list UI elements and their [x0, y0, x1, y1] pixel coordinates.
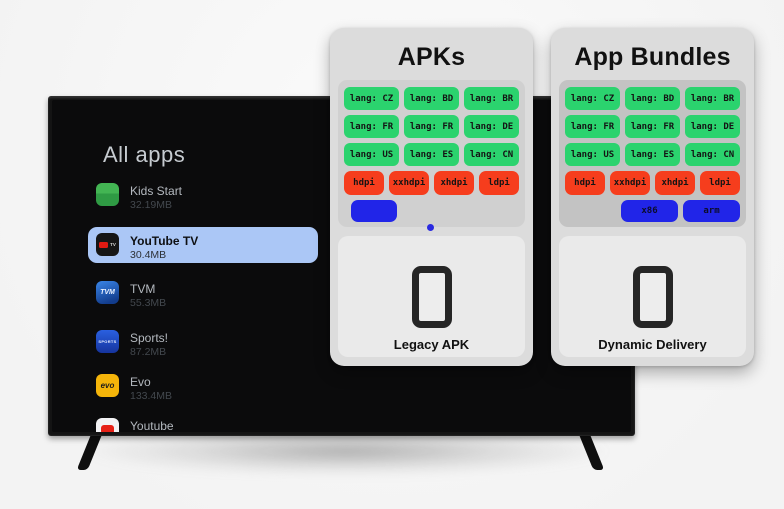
lang-chip: lang: US	[565, 143, 620, 166]
sports-app-icon: SPORTS	[96, 330, 119, 353]
app-name: Evo	[130, 375, 151, 389]
lang-chip: lang: DE	[685, 115, 740, 138]
tvm-app-icon: TVM	[96, 281, 119, 304]
app-size: 87.2MB	[130, 346, 167, 358]
app-icon-text: SPORTS	[98, 339, 117, 344]
abi-chip	[351, 200, 397, 222]
app-name: Sports!	[130, 331, 169, 345]
app-icon-text: TVM	[100, 289, 115, 296]
youtube-app-icon	[96, 418, 119, 432]
app-icon-text: TV	[110, 242, 116, 247]
lang-chip: lang: BD	[625, 87, 680, 110]
kids-app-icon	[96, 183, 119, 206]
lang-chip: lang: ES	[404, 143, 459, 166]
app-icon-text: evo	[100, 381, 115, 390]
lang-chip: lang: FR	[404, 115, 459, 138]
lang-chip: lang: CZ	[344, 87, 399, 110]
transfer-dot	[427, 224, 434, 231]
lang-chip: lang: CN	[685, 143, 740, 166]
dpi-chip: hdpi	[565, 171, 605, 195]
app-name: YouTube TV	[130, 234, 199, 248]
abi-chip: x86	[621, 200, 678, 222]
page-title: All apps	[103, 142, 186, 167]
lang-chip: lang: BR	[685, 87, 740, 110]
app-bundles-card-title: App Bundles	[574, 43, 731, 71]
floor-shadow	[25, 430, 740, 496]
app-bundles-device-label: Dynamic Delivery	[598, 337, 707, 352]
lang-chip: lang: FR	[565, 115, 620, 138]
app-size: 32.19MB	[130, 199, 173, 211]
app-size: 55.3MB	[130, 297, 167, 309]
lang-chip: lang: CN	[464, 143, 519, 166]
evo-app-icon: evo	[96, 374, 119, 397]
app-name: TVM	[130, 282, 156, 296]
app-size: 30.4MB	[130, 249, 167, 261]
lang-chip: lang: US	[344, 143, 399, 166]
dpi-chip: xxhdpi	[610, 171, 650, 195]
dpi-chip: ldpi	[700, 171, 740, 195]
apks-device-label: Legacy APK	[393, 337, 470, 352]
lang-chip: lang: BR	[464, 87, 519, 110]
lang-chip: lang: DE	[464, 115, 519, 138]
abi-chip: arm	[683, 200, 740, 222]
lang-chip: lang: ES	[625, 143, 680, 166]
app-row-youtube[interactable]: Youtube	[96, 418, 376, 432]
app-name: Youtube	[130, 419, 174, 432]
dpi-chip: hdpi	[344, 171, 384, 195]
dpi-chip: ldpi	[479, 171, 519, 195]
app-bundles-device-panel: Dynamic Delivery	[559, 236, 746, 357]
phone-icon	[411, 266, 452, 328]
lang-chip: lang: FR	[625, 115, 680, 138]
dpi-chip: xhdpi	[434, 171, 474, 195]
lang-chip: lang: CZ	[565, 87, 620, 110]
app-name: Kids Start	[130, 184, 183, 198]
phone-icon	[632, 266, 673, 328]
red-logo-mark	[101, 425, 114, 432]
apks-card-title: APKs	[397, 43, 466, 71]
app-row-sports-[interactable]: SPORTS Sports!87.2MB	[96, 330, 376, 360]
selected-row-highlight	[88, 227, 318, 263]
dpi-chip: xhdpi	[655, 171, 695, 195]
dpi-chip: xxhdpi	[389, 171, 429, 195]
lang-chip: lang: BD	[404, 87, 459, 110]
apks-device-panel: Legacy APK	[338, 236, 525, 357]
red-logo-mark	[99, 241, 109, 248]
app-size: 133.4MB	[130, 390, 173, 402]
yttv-app-icon: TV	[96, 233, 119, 256]
lang-chip: lang: FR	[344, 115, 399, 138]
